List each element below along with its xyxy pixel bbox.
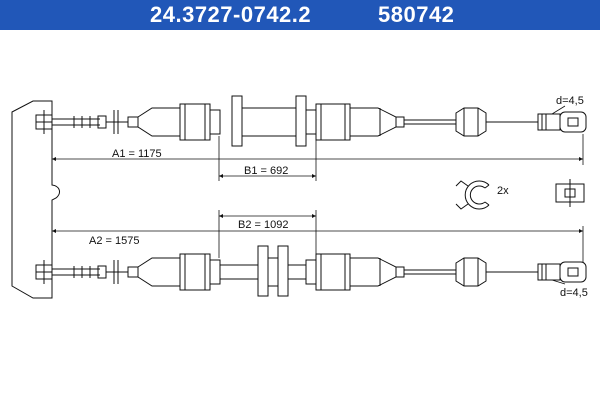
quantity-label: 2x [497, 185, 509, 197]
part-number: 24.3727-0742.2 [150, 2, 312, 27]
article-number: 580742 [378, 2, 455, 27]
sheath-label-bottom: B2 = 1092 [238, 219, 288, 231]
cable-top [35, 95, 587, 147]
cable-bottom [35, 245, 587, 297]
bracket-detail-icon [555, 179, 585, 207]
diameter-label-bottom: d=4,5 [560, 287, 588, 299]
length-label-bottom: A2 = 1575 [89, 235, 139, 247]
diameter-label-top: d=4,5 [556, 95, 584, 107]
length-label-top: A1 = 1175 [112, 148, 162, 160]
technical-drawing: A1 = 1175 B1 = 692 d=4,5 2x [11, 95, 588, 299]
sheath-label-top: B1 = 692 [244, 165, 288, 177]
retaining-clip-icon [455, 180, 490, 210]
title-bar: 24.3727-0742.2 580742 [0, 0, 600, 30]
